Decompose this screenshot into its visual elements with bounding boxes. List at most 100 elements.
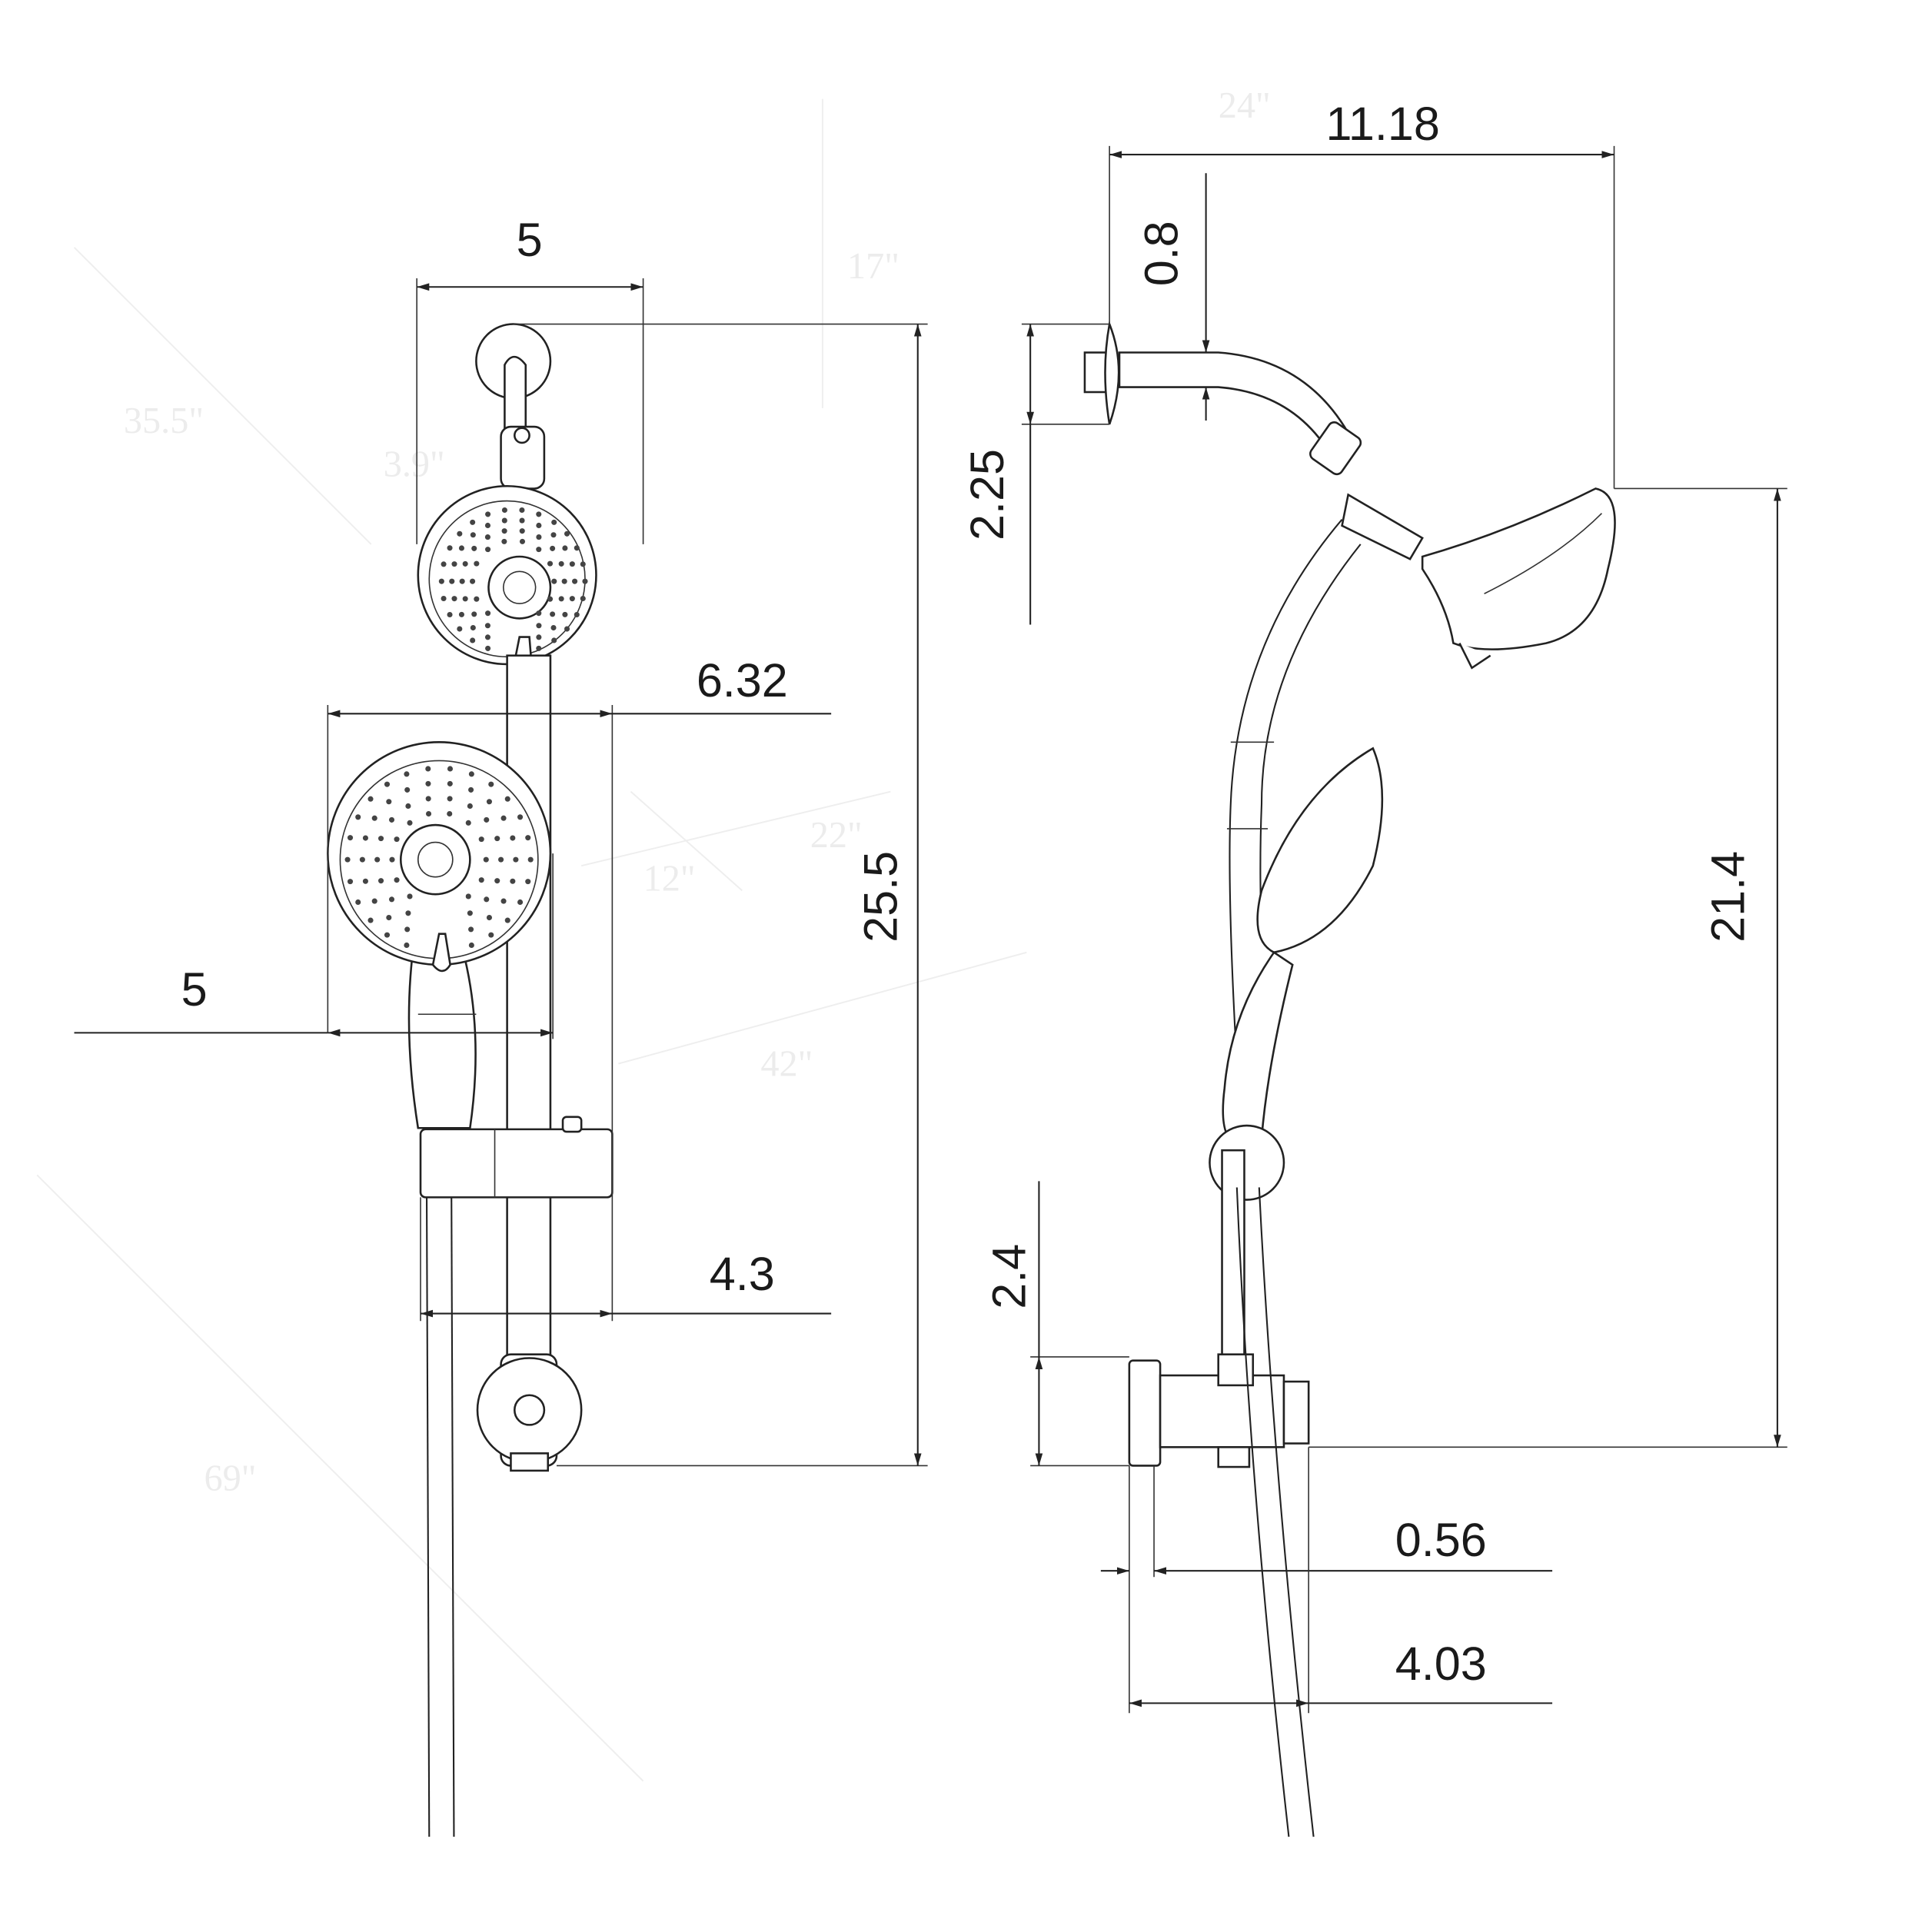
- nozzle-dot: [485, 645, 491, 651]
- dim-head-to-diverter: 21.4: [1701, 851, 1754, 943]
- dimension-labels: 5 25.5 6.32 5 4.3 11.18 0.8 2.25 21.4 2.…: [181, 98, 1754, 1690]
- nozzle-dot: [451, 596, 457, 602]
- nozzle-dot: [378, 836, 384, 842]
- nozzle-dot: [355, 814, 361, 820]
- watermark: 24" 17" 35.5" 3.9" 22" 12" 42" 69": [36, 85, 1271, 1782]
- nozzle-dot: [525, 879, 531, 885]
- watermark-label: 12": [643, 858, 696, 899]
- nozzle-dot: [484, 522, 491, 529]
- nozzle-dot: [405, 910, 411, 916]
- nozzle-dot: [407, 820, 413, 826]
- nozzle-dot: [425, 780, 431, 786]
- dim-arm-offset: 0.8: [1136, 221, 1188, 286]
- nozzle-dot: [494, 878, 500, 884]
- watermark-label: 17": [847, 246, 899, 287]
- hose: [426, 1197, 455, 1837]
- watermark-label: 42": [760, 1044, 813, 1085]
- nozzle-dot: [425, 810, 432, 817]
- nozzle-dot: [470, 625, 476, 631]
- nozzle-dot: [371, 815, 377, 821]
- nozzle-dot: [501, 528, 507, 534]
- nozzle-dot: [371, 898, 377, 904]
- nozzle-dot: [483, 856, 489, 863]
- nozzle-dot: [484, 816, 490, 823]
- nozzle-dot: [471, 611, 477, 617]
- nozzle-dot: [536, 547, 542, 553]
- nozzle-dot: [536, 534, 542, 540]
- nozzle-dot: [536, 610, 542, 617]
- nozzle-dot: [488, 932, 494, 938]
- dim-diverter-height: 2.4: [983, 1244, 1036, 1309]
- nozzle-dot: [519, 528, 525, 534]
- nozzle-dot: [447, 545, 453, 551]
- nozzle-dot: [580, 595, 586, 602]
- nozzle-dot: [451, 561, 457, 567]
- nozzle-dot: [501, 507, 507, 514]
- side-hose: [1235, 1187, 1315, 1837]
- nozzle-dot: [374, 856, 381, 863]
- nozzle-dot: [344, 856, 351, 863]
- nozzle-dot: [551, 519, 557, 525]
- dimension-lines: [74, 145, 1787, 1714]
- nozzle-dot: [550, 532, 557, 538]
- nozzle-dot: [485, 547, 491, 553]
- nozzle-dot: [527, 856, 534, 863]
- nozzle-dot: [484, 623, 490, 629]
- nozzle-dot: [467, 910, 473, 916]
- nozzle-dot: [550, 611, 556, 617]
- dim-handheld-width: 5: [181, 963, 208, 1016]
- nozzle-dot: [572, 578, 578, 584]
- nozzle-dot: [484, 634, 491, 640]
- nozzle-dot: [447, 810, 453, 817]
- nozzle-dot: [478, 836, 484, 843]
- nozzle-dot: [564, 530, 570, 537]
- dim-overall-height: 25.5: [854, 851, 906, 943]
- nozzle-dot: [468, 926, 474, 933]
- nozzle-dot: [486, 799, 492, 805]
- nozzle-dot: [484, 896, 490, 903]
- nozzle-dot: [425, 766, 431, 772]
- dim-top-head-width: 5: [517, 214, 543, 266]
- nozzle-dot: [362, 835, 368, 841]
- nozzle-dot: [486, 914, 492, 921]
- nozzle-dot: [558, 560, 564, 567]
- nozzle-dot: [517, 899, 524, 906]
- nozzle-dot: [536, 623, 542, 629]
- side-handheld: [1209, 747, 1384, 1201]
- nozzle-dot: [470, 519, 476, 525]
- dim-bracket-width: 4.3: [710, 1248, 775, 1300]
- nozzle-dot: [551, 578, 557, 584]
- nozzle-dot: [465, 820, 471, 826]
- nozzle-dot: [462, 596, 468, 602]
- nozzle-dot: [468, 771, 474, 777]
- side-mount-hose: [1226, 519, 1362, 1064]
- nozzle-dot: [447, 611, 453, 618]
- nozzle-dot: [513, 856, 519, 863]
- nozzle-dot: [564, 626, 570, 632]
- nozzle-dot: [536, 522, 542, 529]
- nozzle-dot: [525, 835, 531, 841]
- nozzle-dot: [510, 835, 516, 841]
- nozzle-dot: [367, 796, 374, 802]
- nozzle-dot: [582, 578, 588, 584]
- nozzle-dot: [447, 780, 453, 786]
- nozzle-dot: [562, 545, 568, 551]
- nozzle-dot: [494, 836, 500, 842]
- nozzle-dot: [359, 856, 365, 863]
- nozzle-dot: [347, 835, 354, 841]
- nozzle-dot: [574, 545, 580, 551]
- nozzle-dot: [441, 561, 447, 567]
- nozzle-dot: [550, 625, 557, 631]
- nozzle-dot: [458, 611, 464, 617]
- nozzle-dot: [457, 530, 463, 537]
- nozzle-dot: [474, 560, 480, 567]
- dim-diverter-depth: 4.03: [1395, 1638, 1487, 1690]
- nozzle-dot: [447, 796, 453, 802]
- nozzle-dot: [462, 560, 468, 567]
- nozzle-dot: [404, 771, 410, 777]
- nozzle-dot: [394, 836, 400, 843]
- watermark-label: 24": [1219, 85, 1271, 126]
- nozzle-dot: [447, 766, 454, 772]
- nozzle-dot: [536, 634, 542, 640]
